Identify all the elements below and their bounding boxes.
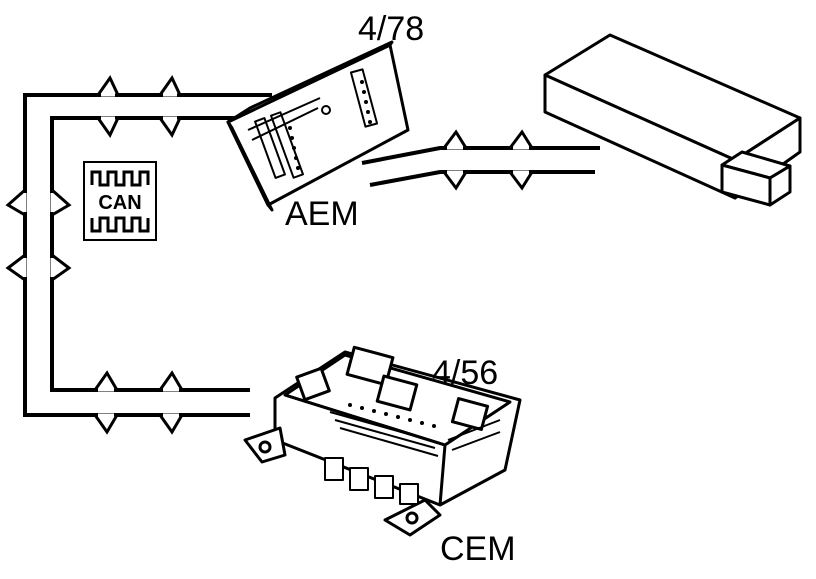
cem-module-icon — [243, 345, 522, 537]
link-tick-gaps — [447, 146, 529, 174]
aem-module-icon — [226, 40, 410, 212]
bus-tick-gaps — [23, 93, 179, 417]
can-bus-icon: CAN — [83, 161, 157, 241]
can-label: CAN — [98, 192, 141, 214]
external-unit-icon — [543, 33, 802, 207]
aem-reference-label: 4/78 — [358, 10, 424, 48]
aem-label: AEM — [285, 195, 359, 233]
cem-reference-label: 4/56 — [432, 354, 498, 392]
signal-arrow-icon — [441, 129, 535, 191]
cem-label: CEM — [440, 530, 516, 568]
signal-arrow-icon — [5, 75, 185, 435]
aem-link-wiring — [361, 146, 600, 187]
